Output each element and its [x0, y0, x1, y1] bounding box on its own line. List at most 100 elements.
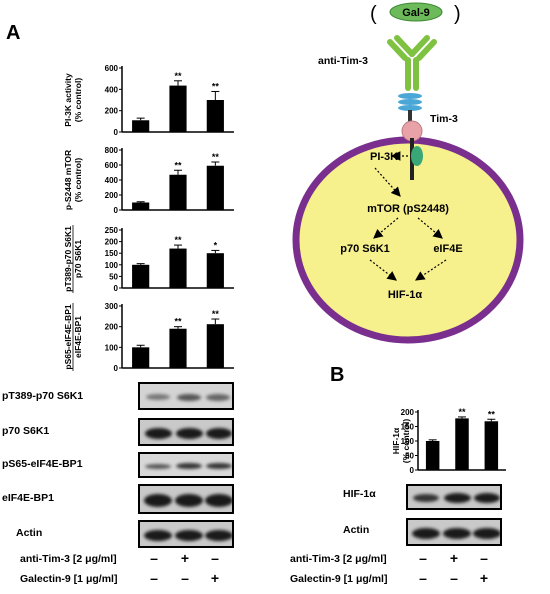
y-axis-label: pS65-eIF4E-BP1	[63, 304, 73, 369]
y-axis-label: p70 S6K1	[73, 240, 83, 279]
y-axis-label: p-S2448 mTOR	[63, 150, 73, 210]
treatment-label-antitim3: anti-Tim-3 [2 μg/ml]	[290, 553, 387, 565]
blot-image	[406, 518, 502, 546]
panel-label-b: B	[330, 364, 345, 386]
y-tick-label: 200	[105, 238, 119, 247]
tim3-receptor-icon	[398, 93, 422, 124]
node-hif1a: HIF-1α	[388, 289, 423, 301]
receptor-label: Tim-3	[430, 113, 458, 125]
y-tick-label: 600	[105, 64, 119, 73]
treatment-sign: –	[150, 570, 158, 586]
y-axis-label: HIF-1α	[392, 427, 401, 454]
y-tick-label: 50	[109, 272, 118, 281]
y-tick-label: 0	[410, 466, 415, 475]
blot-label: Actin	[343, 524, 370, 536]
treatment-sign: –	[181, 570, 189, 586]
pi3k-docking-icon	[411, 146, 423, 166]
node-s6k1: p70 S6K1	[340, 243, 390, 255]
panel-label-a: A	[6, 22, 21, 44]
treatment-sign: –	[419, 550, 427, 566]
significance-label: **	[488, 409, 496, 419]
blot-label: eIF4E-BP1	[2, 492, 54, 504]
y-tick-label: 200	[401, 408, 415, 417]
bar	[455, 418, 469, 470]
y-axis-label: pT389-p70 S6K1	[63, 226, 73, 292]
significance-label: **	[212, 309, 220, 319]
bar	[206, 100, 224, 132]
significance-label: **	[458, 407, 466, 417]
blot-image	[138, 382, 234, 410]
y-axis-label: eIF4E-BP1	[73, 316, 83, 358]
y-tick-label: 400	[105, 85, 119, 94]
blot-label: Actin	[16, 527, 43, 539]
y-tick-label: 100	[401, 437, 415, 446]
significance-label: **	[174, 160, 182, 170]
blot-label: p70 S6K1	[2, 425, 50, 437]
bar	[425, 441, 440, 470]
blot-image	[138, 484, 234, 514]
bar	[132, 120, 150, 132]
y-tick-label: 100	[105, 343, 119, 352]
galectin-9-ligand	[389, 2, 443, 22]
treatment-sign: +	[180, 550, 190, 566]
ligand-bracket-right: )	[454, 3, 461, 25]
y-tick-label: 300	[105, 302, 119, 311]
treatment-label-galectin9: Galectin-9 [1 μg/ml]	[20, 573, 118, 585]
bar	[169, 174, 187, 210]
treatment-sign: +	[479, 570, 489, 586]
y-tick-label: 0	[114, 206, 119, 215]
y-axis-label: (% control)	[73, 78, 83, 123]
bar	[132, 264, 150, 288]
blot-label: pS65-eIF4E-BP1	[2, 458, 83, 470]
cell-membrane	[292, 136, 524, 344]
y-axis-label: PI-3K activity	[63, 73, 73, 127]
significance-label: **	[212, 81, 220, 91]
significance-label: **	[174, 317, 182, 327]
y-tick-label: 800	[105, 146, 119, 155]
treatment-sign: –	[450, 570, 458, 586]
y-tick-label: 250	[105, 226, 119, 235]
significance-label: **	[174, 235, 182, 245]
y-tick-label: 100	[105, 261, 119, 270]
blot-label: HIF-1α	[343, 488, 376, 500]
node-mtor: mTOR (pS2448)	[367, 203, 449, 215]
y-tick-label: 50	[405, 452, 414, 461]
y-tick-label: 600	[105, 161, 119, 170]
y-axis-label: (% control)	[401, 419, 411, 464]
ligand-bracket-left: (	[370, 3, 377, 25]
significance-label: **	[212, 152, 220, 162]
signaling-diagram: ( ) Gal-9 anti-Tim-3 Tim-3 PI-3K mTOR (p…	[292, 2, 524, 344]
node-pi3k: PI-3K	[370, 151, 398, 163]
treatment-label-antitim3: anti-Tim-3 [2 μg/ml]	[20, 553, 117, 565]
significance-label: **	[174, 71, 182, 81]
y-tick-label: 200	[105, 107, 119, 116]
treatment-sign: –	[211, 550, 219, 566]
blot-image	[138, 520, 234, 548]
y-tick-label: 0	[114, 364, 119, 373]
bar	[169, 248, 187, 288]
y-tick-label: 150	[105, 249, 119, 258]
bar	[206, 253, 224, 288]
bar	[484, 421, 499, 470]
significance-label: *	[214, 240, 218, 250]
treatment-label-galectin9: Galectin-9 [1 μg/ml]	[290, 573, 388, 585]
treatment-sign: –	[480, 550, 488, 566]
antibody-label: anti-Tim-3	[318, 55, 368, 67]
treatment-sign: +	[449, 550, 459, 566]
y-tick-label: 200	[105, 323, 119, 332]
blot-image	[138, 452, 234, 478]
y-tick-label: 400	[105, 176, 119, 185]
blot-label: pT389-p70 S6K1	[2, 390, 84, 402]
pathway-arrows	[369, 151, 447, 281]
bar	[132, 347, 150, 368]
